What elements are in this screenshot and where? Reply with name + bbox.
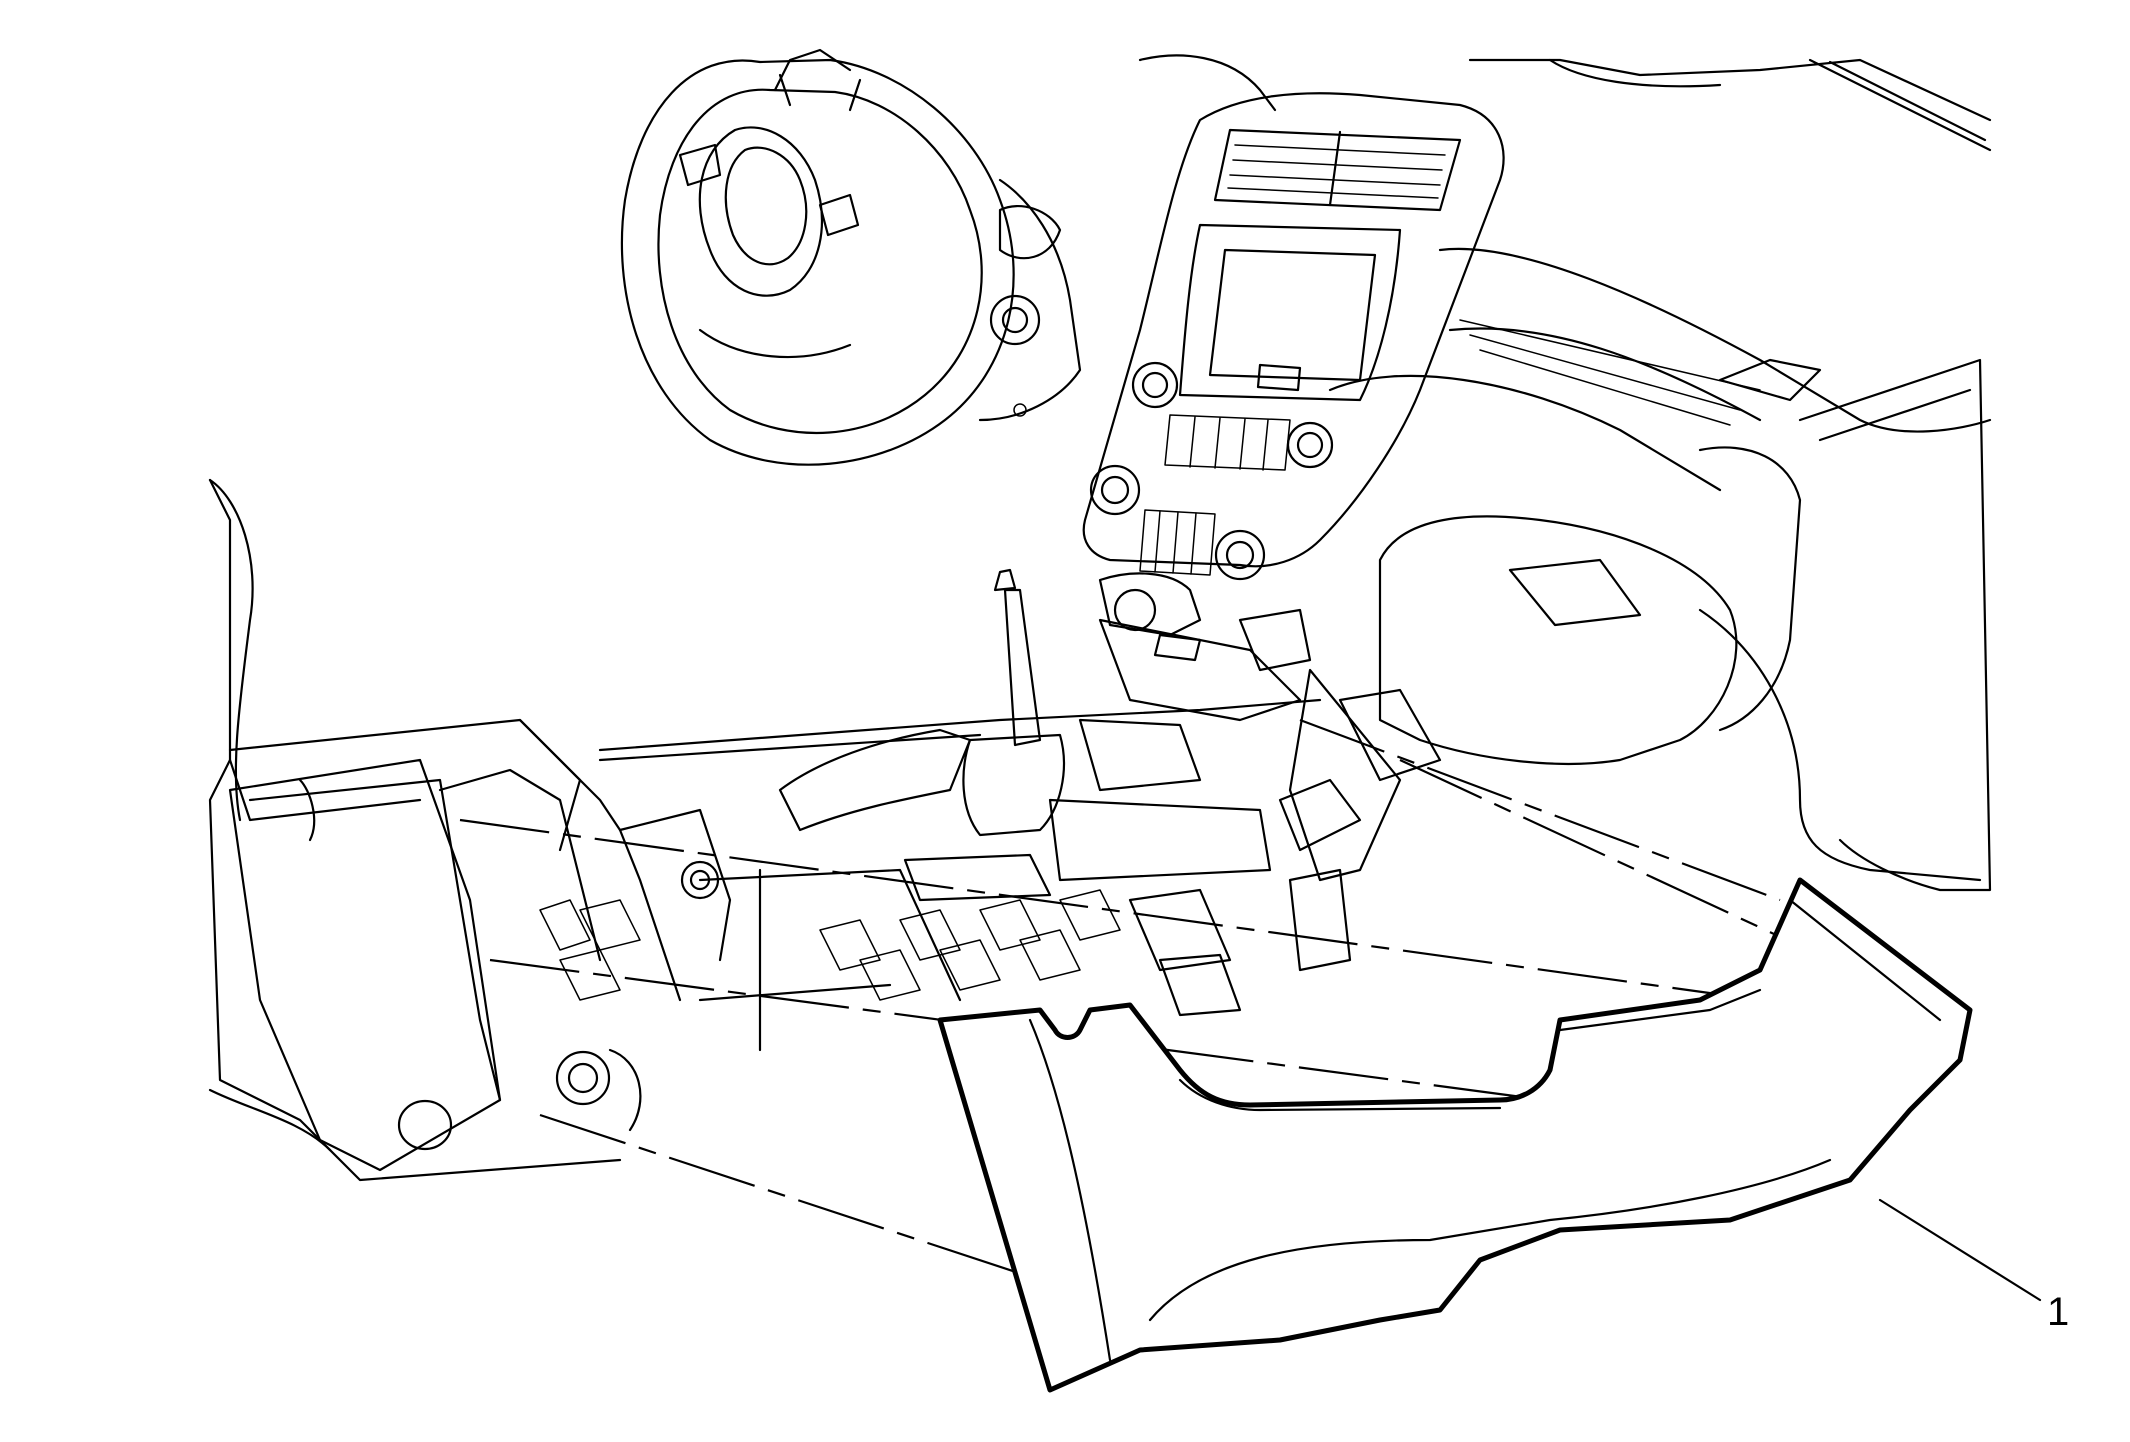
dashboard-upper — [1138, 54, 1992, 492]
callout-label-1: 1 — [2047, 1290, 2070, 1334]
console-trim-panel — [937, 877, 1973, 1393]
callout-1 — [1878, 1198, 2042, 1302]
callout-leader-line — [1878, 1198, 2042, 1302]
steering-wheel — [620, 58, 1015, 466]
dashboard-passenger-panel — [1378, 358, 1992, 892]
steering-column — [773, 48, 1082, 422]
shifter-assembly — [778, 568, 1312, 902]
console-base-frame — [228, 668, 1442, 1132]
center-stack — [1082, 92, 1505, 662]
left-console-side-panel — [208, 478, 622, 1182]
